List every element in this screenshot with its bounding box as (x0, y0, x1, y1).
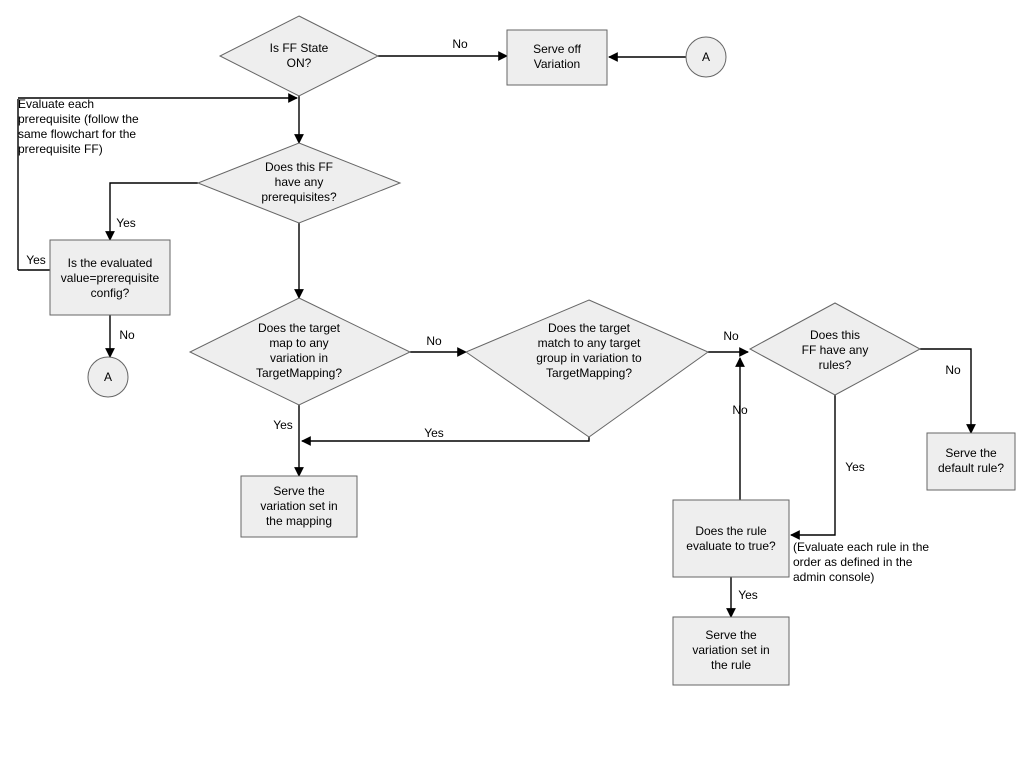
node-label-serve-default-line1: Serve the (945, 446, 997, 460)
node-label-connector-a-bottom: A (104, 370, 112, 384)
edge-prereq-yes (105, 182, 198, 241)
node-serve-default-rule[interactable]: Serve the default rule? (926, 432, 1016, 491)
node-serve-variation-rule[interactable]: Serve the variation set in the rule (672, 616, 790, 686)
node-label-target-map-line2: map to any (269, 336, 328, 350)
node-label-serve-mapping-line3: the mapping (266, 514, 332, 528)
node-label-target-group-line1: Does the target (548, 321, 631, 335)
node-label-ff-state-line1: Is FF State (270, 41, 329, 55)
note-evaluate-prerequisite: Evaluate each prerequisite (follow the s… (18, 97, 139, 156)
edge-has-rules-no (920, 348, 976, 434)
node-label-rule-true-line2: evaluate to true? (686, 539, 776, 553)
node-rule-evaluates-true[interactable]: Does the rule evaluate to true? (672, 499, 790, 578)
node-target-mapping-variation[interactable]: Does the target map to any variation in … (188, 297, 412, 406)
edge-label-prereq-yes: Yes (116, 216, 136, 230)
node-label-serve-off-line1: Serve off (533, 42, 581, 56)
edge-label-target-group-yes: Yes (424, 426, 444, 440)
node-label-rule-true-line1: Does the rule (695, 524, 767, 538)
node-label-target-map-line1: Does the target (258, 321, 341, 335)
edge-label-rule-true-no: No (732, 403, 748, 417)
node-label-has-rules-line2: FF have any (802, 343, 869, 357)
edge-label-target-map-no: No (426, 334, 442, 348)
node-label-connector-a-top: A (702, 50, 710, 64)
edge-label-target-map-yes: Yes (273, 418, 293, 432)
note-evaluate-each-rule: (Evaluate each rule in the order as defi… (793, 540, 929, 584)
edge-label-rule-true-yes: Yes (738, 588, 758, 602)
node-connector-a-top[interactable]: A (685, 36, 727, 78)
node-target-group-mapping[interactable]: Does the target match to any target grou… (464, 299, 710, 438)
decision-shape-ff-state (218, 15, 380, 97)
node-label-serve-rule-line2: variation set in (692, 643, 769, 657)
node-eval-prerequisite-config[interactable]: Is the evaluated value=prerequisite conf… (49, 239, 171, 316)
node-label-serve-mapping-line1: Serve the (273, 484, 325, 498)
node-label-has-rules-line1: Does this (810, 328, 860, 342)
edge-label-eval-prereq-no: No (119, 328, 135, 342)
rule-note-line-1: (Evaluate each rule in the (793, 540, 929, 554)
process-shape-eval-prerequisite-config (49, 239, 171, 316)
process-shape-rule-evaluates-true (672, 499, 790, 578)
edge-label-ff-state-no: No (452, 37, 468, 51)
node-label-serve-rule-line3: the rule (711, 658, 751, 672)
node-label-ff-state-line2: ON? (287, 56, 312, 70)
node-label-has-prereq-line3: prerequisites? (261, 190, 337, 204)
edge-target-group-yes (301, 436, 590, 446)
node-label-target-group-line2: match to any target (538, 336, 641, 350)
node-serve-variation-mapping[interactable]: Serve the variation set in the mapping (240, 475, 358, 538)
decision-shape-target-group-mapping (464, 299, 710, 438)
node-serve-off-variation[interactable]: Serve off Variation (506, 29, 608, 86)
node-label-serve-off-line2: Variation (534, 57, 580, 71)
node-label-target-group-line3: group in variation to (536, 351, 642, 365)
decision-shape-has-rules (748, 302, 922, 396)
rule-note-line-2: order as defined in the (793, 555, 913, 569)
node-connector-a-bottom[interactable]: A (87, 356, 129, 398)
connector-shape-a-top (685, 36, 727, 78)
node-label-eval-prereq-line2: value=prerequisite (61, 271, 160, 285)
node-label-eval-prereq-line3: config? (91, 286, 130, 300)
connector-shape-a-bottom (87, 356, 129, 398)
node-label-serve-mapping-line2: variation set in (260, 499, 337, 513)
node-has-rules[interactable]: Does this FF have any rules? (748, 302, 922, 396)
node-has-prerequisites[interactable]: Does this FF have any prerequisites? (196, 142, 402, 224)
node-label-target-group-line4: TargetMapping? (546, 366, 632, 380)
note-line-1: Evaluate each (18, 97, 94, 111)
edge-label-has-rules-yes: Yes (845, 460, 865, 474)
node-label-has-rules-line3: rules? (819, 358, 852, 372)
process-shape-serve-default-rule (926, 432, 1016, 491)
process-shape-serve-off-variation (506, 29, 608, 86)
node-label-target-map-line3: variation in (270, 351, 328, 365)
edge-label-has-rules-no: No (945, 363, 961, 377)
decision-shape-has-prerequisites (196, 142, 402, 224)
note-line-3: same flowchart for the (18, 127, 136, 141)
edge-has-rules-yes (790, 395, 836, 540)
decision-shape-target-mapping-variation (188, 297, 412, 406)
node-label-eval-prereq-line1: Is the evaluated (68, 256, 153, 270)
node-label-has-prereq-line2: have any (275, 175, 324, 189)
rule-note-line-3: admin console) (793, 570, 874, 584)
node-label-has-prereq-line1: Does this FF (265, 160, 333, 174)
node-label-serve-rule-line1: Serve the (705, 628, 757, 642)
process-shape-serve-variation-rule (672, 616, 790, 686)
node-label-serve-default-line2: default rule? (938, 461, 1004, 475)
edge-label-prereq-loop-yes: Yes (26, 253, 46, 267)
edge-label-target-group-no: No (723, 329, 739, 343)
node-ff-state[interactable]: Is FF State ON? (218, 15, 380, 97)
node-label-target-map-line4: TargetMapping? (256, 366, 342, 380)
note-line-4: prerequisite FF) (18, 142, 103, 156)
note-line-2: prerequisite (follow the (18, 112, 139, 126)
process-shape-serve-variation-mapping (240, 475, 358, 538)
